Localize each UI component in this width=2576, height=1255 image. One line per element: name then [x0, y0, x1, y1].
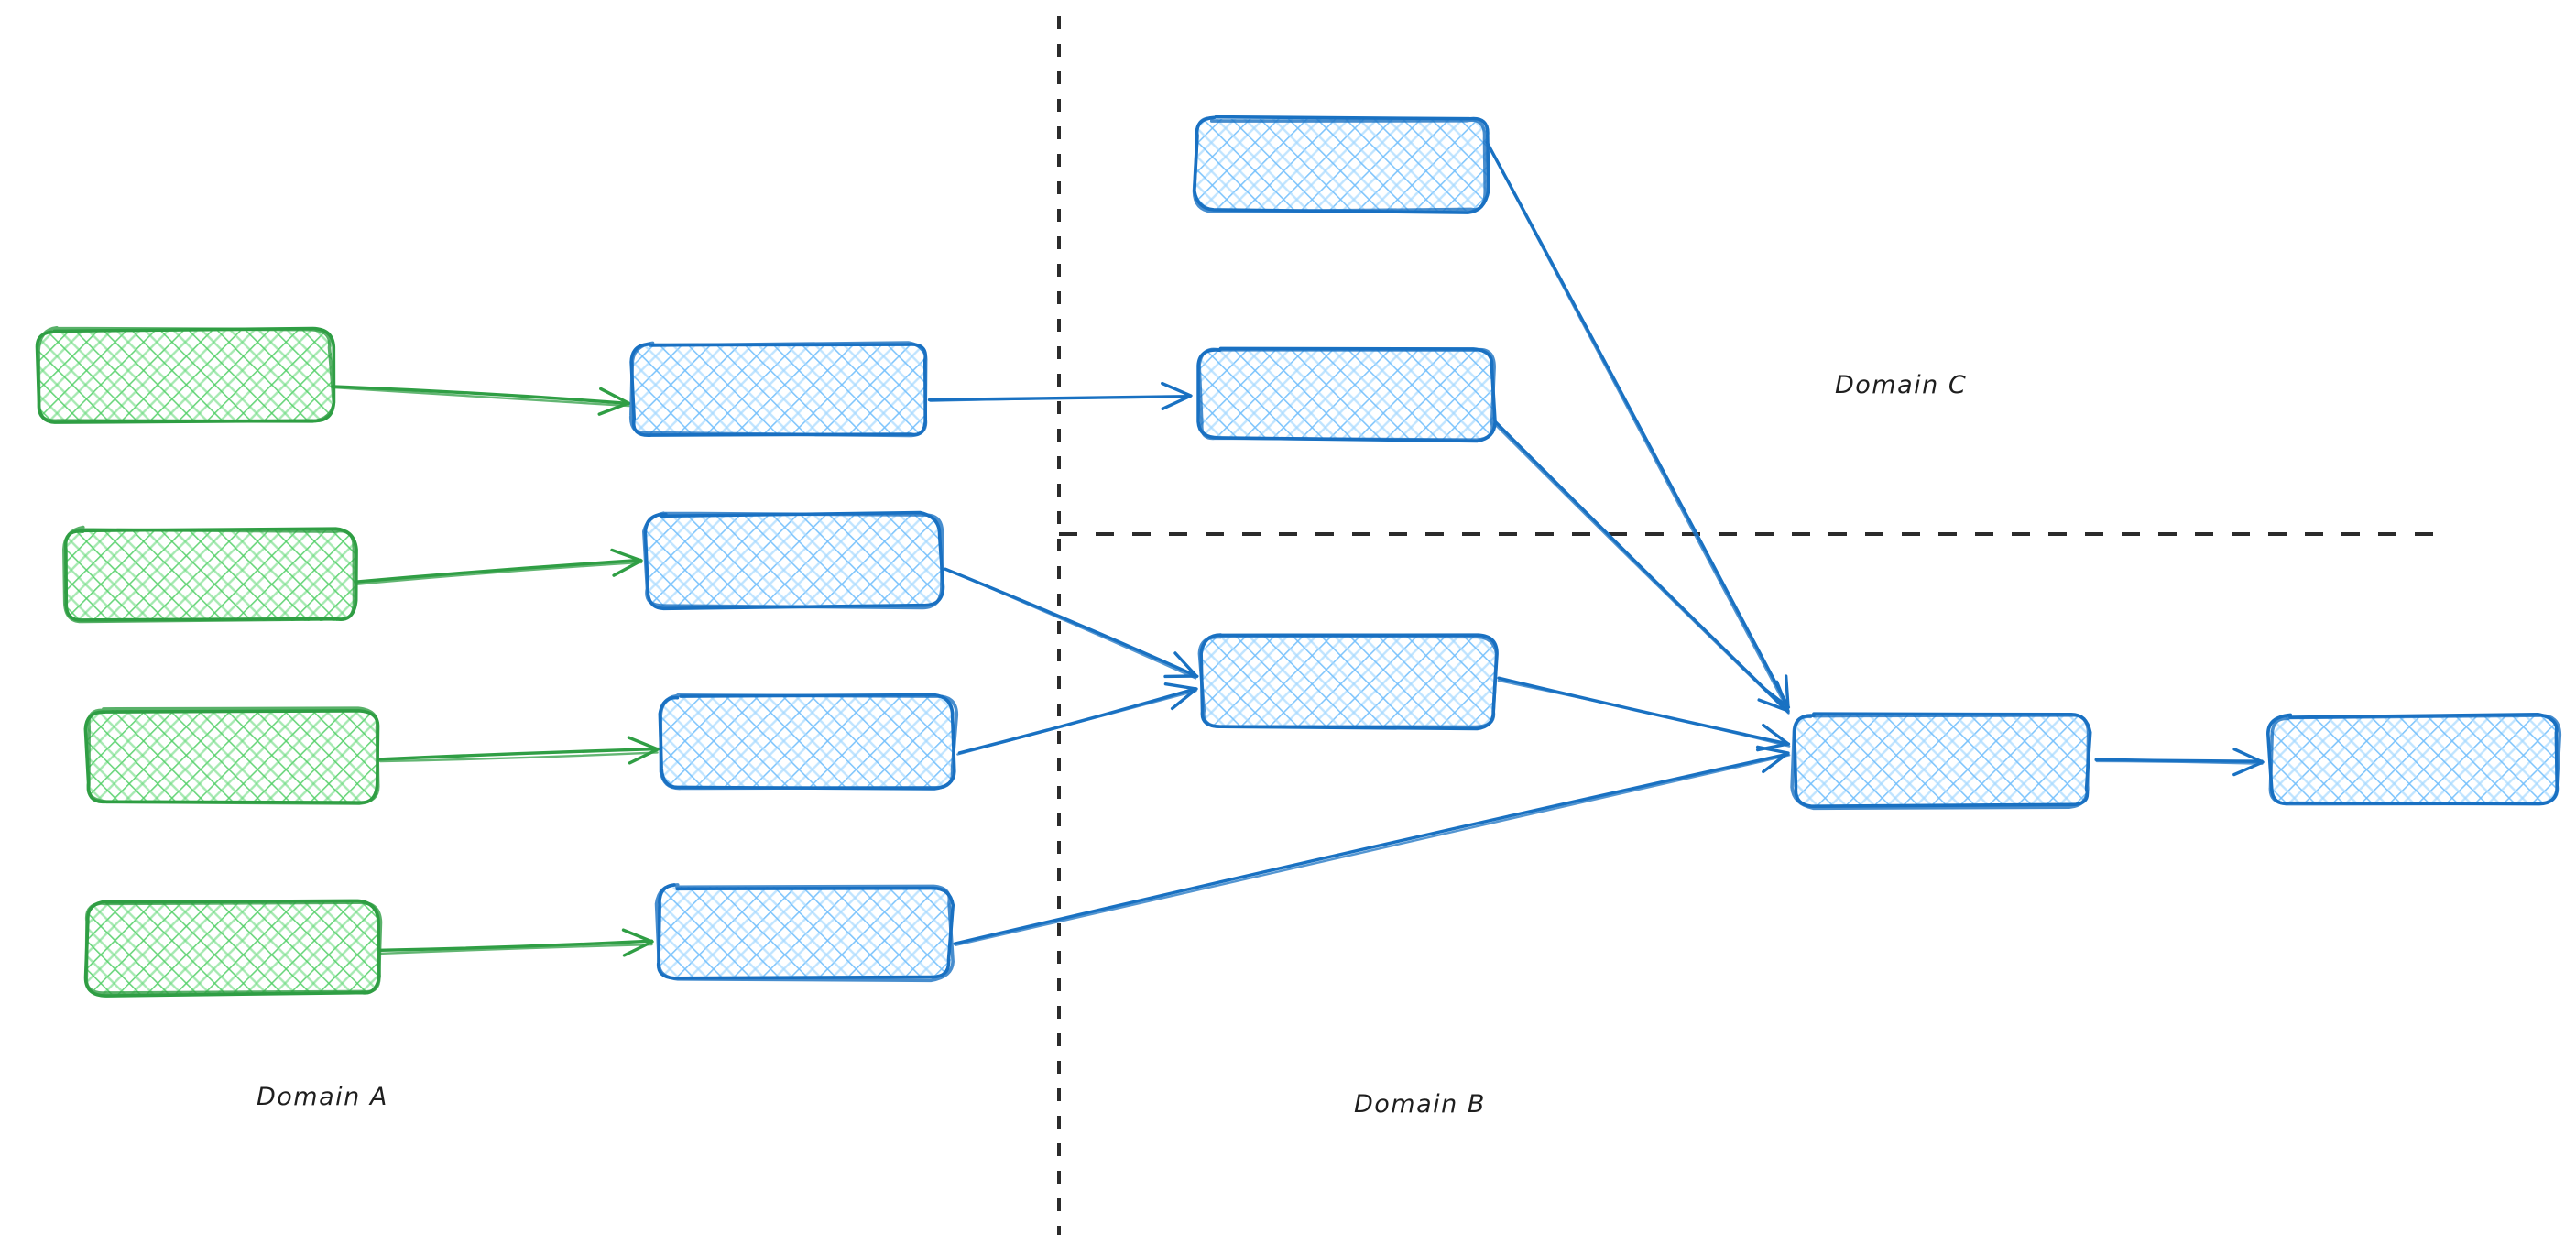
edge-line — [378, 943, 653, 955]
node-fill — [661, 696, 955, 788]
edge-line — [956, 689, 1197, 756]
node-a2[interactable] — [62, 525, 358, 624]
node-fill — [2270, 716, 2558, 804]
node-b3[interactable] — [658, 693, 959, 791]
label-domain-a: Domain A — [257, 1083, 388, 1111]
edge-hub-out[interactable] — [2094, 748, 2265, 777]
node-c3[interactable] — [1197, 633, 1499, 731]
edge-b3-c3[interactable] — [956, 682, 1198, 756]
node-outline — [86, 706, 380, 805]
edge-a1-b1[interactable] — [331, 385, 631, 416]
node-outline — [659, 693, 959, 791]
node-outline — [1197, 635, 1499, 729]
node-fill — [64, 529, 355, 621]
node-fill — [38, 330, 332, 421]
node-fill — [1202, 637, 1495, 728]
edge-b1-c2[interactable] — [927, 381, 1193, 410]
node-outline — [629, 341, 928, 438]
edge-line — [378, 939, 654, 952]
edge-arrowhead — [1757, 680, 1790, 713]
node-layer — [35, 115, 2562, 998]
node-fill — [646, 515, 941, 606]
node-outline — [1197, 347, 1496, 442]
edge-line — [944, 567, 1197, 680]
edge-line — [929, 396, 1192, 402]
divider-layer — [1057, 16, 2448, 1235]
node-outline — [37, 326, 336, 423]
edge-line — [378, 751, 659, 763]
node-fill — [87, 710, 378, 802]
node-outline — [2268, 714, 2562, 806]
node-a1[interactable] — [35, 326, 336, 424]
node-outline — [641, 511, 944, 610]
node-a4[interactable] — [83, 899, 383, 998]
node-outline — [62, 525, 356, 624]
node-b4[interactable] — [654, 883, 955, 983]
edge-arrowhead — [1163, 682, 1198, 711]
edge-line — [1487, 143, 1789, 711]
edge-line — [354, 558, 642, 584]
node-c2[interactable] — [1196, 346, 1497, 443]
edge-c2-hub[interactable] — [1494, 420, 1790, 715]
edge-arrowhead — [597, 387, 630, 416]
edge-c1-hub[interactable] — [1485, 140, 1791, 711]
edge-line — [355, 561, 643, 585]
edge-b2-c3[interactable] — [944, 567, 1199, 680]
node-outline — [654, 883, 955, 983]
edge-arrowhead — [610, 548, 643, 577]
node-fill — [1794, 715, 2089, 806]
edge-line — [331, 385, 631, 406]
edge-arrowhead — [621, 928, 654, 957]
node-c1[interactable] — [1192, 115, 1490, 214]
edge-line — [1494, 420, 1790, 714]
edge-c3-hub[interactable] — [1497, 676, 1791, 752]
edge-line — [1497, 679, 1791, 748]
node-outline — [1192, 116, 1488, 214]
edge-a4-b4[interactable] — [378, 928, 654, 957]
edge-b4-hub[interactable] — [953, 745, 1791, 947]
edge-arrowhead — [1755, 745, 1790, 774]
node-hub[interactable] — [1790, 712, 2092, 811]
node-fill — [658, 887, 951, 978]
node-fill — [632, 344, 927, 435]
edge-arrowhead — [1163, 651, 1198, 679]
edge-arrowhead — [2232, 748, 2265, 777]
edge-arrowhead — [1161, 381, 1193, 410]
edge-layer — [331, 140, 2265, 957]
node-fill — [1200, 348, 1493, 440]
edge-a3-b3[interactable] — [377, 736, 660, 765]
edge-line — [953, 752, 1790, 945]
edge-a2-b2[interactable] — [354, 548, 643, 585]
node-out[interactable] — [2266, 712, 2562, 806]
node-outline — [1790, 714, 2090, 811]
edge-line — [954, 754, 1791, 947]
edge-line — [1494, 424, 1790, 715]
edge-line — [377, 747, 660, 761]
node-b1[interactable] — [629, 341, 928, 438]
node-outline — [84, 900, 383, 995]
node-fill — [87, 902, 378, 994]
edge-line — [2094, 758, 2264, 763]
label-domain-b: Domain B — [1354, 1090, 1486, 1119]
edge-arrowhead — [627, 736, 660, 765]
node-b2[interactable] — [641, 510, 945, 611]
node-outline — [1199, 633, 1499, 731]
edge-line — [331, 386, 630, 408]
edge-line — [957, 687, 1197, 755]
edge-line — [2095, 759, 2264, 765]
node-a3[interactable] — [83, 706, 380, 805]
node-fill — [1195, 119, 1487, 211]
label-domain-c: Domain C — [1835, 371, 1968, 399]
